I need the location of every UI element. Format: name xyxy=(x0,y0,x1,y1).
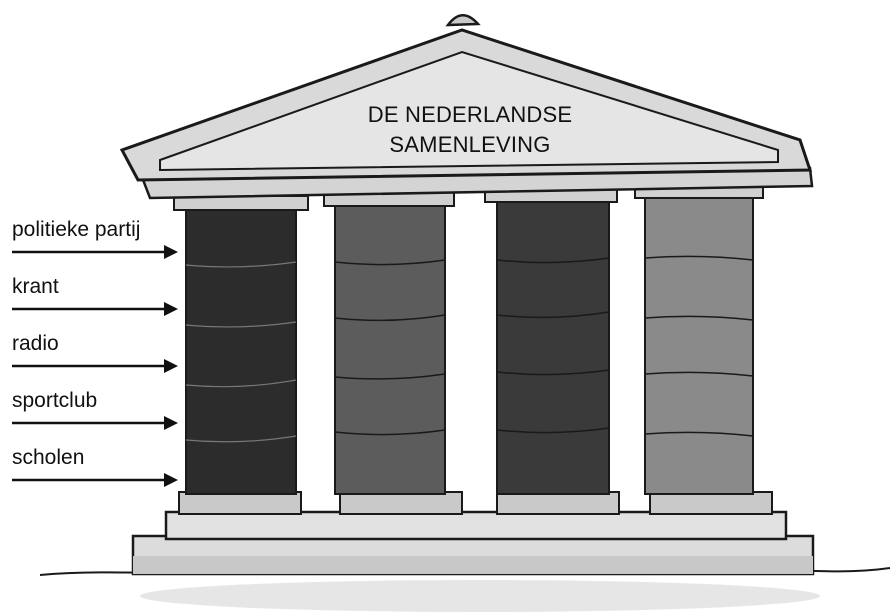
pediment-title: DE NEDERLANDSE SAMENLEVING xyxy=(300,100,640,160)
label-politieke-partij: politieke partij xyxy=(12,218,141,241)
pillar-3 xyxy=(484,185,620,515)
arrow-krant xyxy=(12,302,178,316)
finial xyxy=(445,14,481,27)
base-step-upper xyxy=(164,510,788,541)
pillar-1 xyxy=(173,195,309,515)
label-scholen: scholen xyxy=(12,446,85,469)
arrow-scholen xyxy=(12,473,178,487)
label-sportclub: sportclub xyxy=(12,389,98,412)
pediment-inner xyxy=(159,50,779,172)
title-line-1: DE NEDERLANDSE xyxy=(367,102,573,127)
pillar-2 xyxy=(323,189,463,515)
arrow-politieke-partij xyxy=(12,245,178,259)
arrow-sportclub xyxy=(12,416,178,430)
label-krant: krant xyxy=(12,275,59,298)
label-radio: radio xyxy=(12,332,59,355)
pillar-4 xyxy=(634,181,773,515)
arrow-radio xyxy=(12,359,178,373)
title-line-2: SAMENLEVING xyxy=(389,132,551,157)
ground-shadow xyxy=(140,580,820,612)
